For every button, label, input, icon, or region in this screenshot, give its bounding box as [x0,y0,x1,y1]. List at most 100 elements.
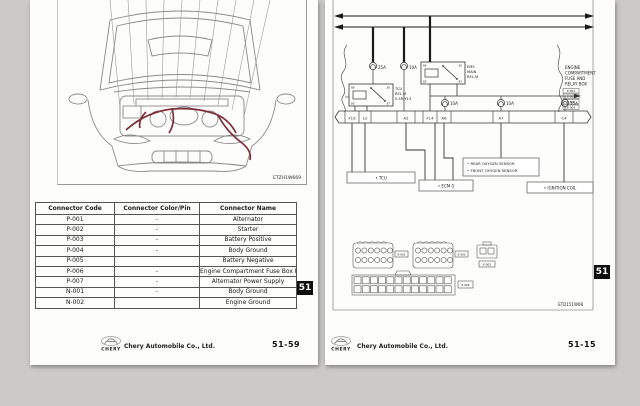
component-wires [351,123,565,182]
chery-logo-text: CHERY [101,347,121,353]
svg-text:C4: C4 [561,116,567,121]
section-tab-badge: 51 [297,281,313,295]
svg-text:RELAY BOX: RELAY BOX [565,82,587,87]
table-row: P-003-Battery Positive [35,234,297,247]
svg-text:E-003: E-003 [483,262,491,266]
wide-rect-connector [351,270,474,296]
power-bus-lines [334,13,594,62]
svg-text:25A: 25A [378,65,386,70]
svg-text:87: 87 [386,102,390,106]
svg-text:A7: A7 [498,116,504,121]
svg-text:REL-M: REL-M [395,92,406,96]
relay-tcu: 86 30 85 87 TCU REL-M 0.5R/Y13 [348,83,411,111]
svg-text:FUSE AND: FUSE AND [565,76,585,81]
svg-text:E-003: E-003 [567,100,575,104]
svg-text:10A: 10A [409,65,417,70]
svg-text:E-002: E-002 [457,252,465,256]
connector-table-header: Connector Code Connector Color/Pin Conne… [35,202,297,215]
svg-text:E-002: E-002 [567,95,575,99]
svg-text:E-001: E-001 [567,89,575,93]
left-page: ETZH1W669 Connector Code Connector Color… [30,0,318,365]
svg-text:10A: 10A [506,101,514,106]
header-connector-name: Connector Name [199,202,297,215]
table-row: P-001-Alternator [35,213,297,226]
relay-pin-numbers: 86 30 85 87 [351,86,390,106]
left-figure-code: ETZH1W669 [273,175,301,181]
engine-compartment-illustration-box: ETZH1W669 [57,0,307,185]
svg-text:15A: 15A [570,101,578,106]
connector-strip: F19 L2 A2 F14 A6 A7 C4 [334,110,592,124]
relay-ems-main: 86 30 85 87 EMS MAIN REL-M [420,61,581,111]
strip-pin-labels: F19 L2 A2 F14 A6 A7 C4 [348,116,567,121]
bus-arrowheads [334,13,594,30]
chery-logo: CHERY [331,336,351,353]
wiring-diagram: 25A 10A 10A 10A 15A 86 30 85 87 TCU REL-… [332,0,596,311]
svg-text:REL-M: REL-M [467,75,478,79]
table-row: N-001-Body Ground [35,286,297,299]
car-body-line-art [68,10,296,172]
svg-text:L2: L2 [363,116,368,121]
tcu-box-label: • TCU [375,176,387,181]
table-row: P-006-Engine Compartment Fuse Box Power … [35,265,297,278]
footer-page-number: 51-15 [568,340,597,349]
footer-company-name: Chery Automobile Co., Ltd. [357,343,448,350]
svg-text:0.5R/Y13: 0.5R/Y13 [395,97,411,101]
connector-pinouts [351,241,498,296]
connector-table: Connector Code Connector Color/Pin Conne… [35,202,297,309]
connector-pinout-labels: E-001 E-002 E-003 E-004 [397,252,491,286]
leader-lines [109,0,271,117]
header-connector-code: Connector Code [35,202,115,215]
diagram-border [332,0,594,311]
relay-pin-numbers: 86 30 85 87 [423,64,462,84]
svg-text:A2: A2 [403,116,409,121]
two-pin-connector [476,241,498,268]
fuse-amp-labels: 25A 10A 10A 10A 15A [378,65,578,106]
round-connector-a [352,241,409,269]
rear-oxygen-sensor-label: • REAR OXYGEN SENSOR [467,161,515,166]
table-row: P-002-Starter [35,224,297,236]
component-boxes: • TCU • ECM-5 • REAR OXYGEN SENSOR • FRO… [346,157,594,194]
ignition-coil-label: • IGNITION COIL [544,186,577,191]
ecm-box-label: • ECM-5 [438,184,455,189]
right-page: 25A 10A 10A 10A 15A 86 30 85 87 TCU REL-… [325,0,615,365]
svg-text:COMPARTMENT: COMPARTMENT [565,71,596,76]
svg-text:ENGINE: ENGINE [565,65,581,70]
round-connector-b [412,241,469,269]
header-connector-color-pin: Connector Color/Pin [114,202,200,215]
svg-text:85: 85 [423,80,427,84]
engine-compartment-illustration: ETZH1W669 [68,0,301,181]
svg-text:A6: A6 [441,116,447,121]
fusebox-annotation: ENGINE COMPARTMENT FUSE AND RELAY BOX E-… [562,65,596,110]
fuse-symbols [369,62,569,111]
svg-text:TCU: TCU [394,87,402,91]
svg-text:EMS: EMS [467,65,475,69]
svg-text:30: 30 [386,86,390,90]
fusebox-codes: E-001 E-002 E-003 E-004 [567,89,575,110]
svg-text:F19: F19 [348,116,356,121]
svg-text:F14: F14 [426,116,434,121]
strip-cell-dividers [344,111,574,123]
svg-text:86: 86 [351,86,355,90]
table-row: P-004-Body Ground [35,245,297,257]
svg-text:E-004: E-004 [567,106,575,110]
chery-logo: CHERY [101,336,121,353]
section-tab-badge: 51 [594,265,610,279]
fusebox-code-boxes [562,88,580,110]
svg-text:86: 86 [423,64,427,68]
svg-text:MAIN: MAIN [467,70,477,74]
footer-company-name: Chery Automobile Co., Ltd. [124,343,215,350]
front-oxygen-sensor-label: • FRONT OXYGEN SENSOR [467,168,518,173]
relay-ems-label: EMS MAIN REL-M [467,65,478,79]
right-figure-code: ETD151W08 [558,302,583,307]
svg-text:E-001: E-001 [397,252,405,256]
svg-text:E-004: E-004 [461,283,469,287]
svg-text:85: 85 [351,102,355,106]
svg-text:87: 87 [458,80,462,84]
fusebox-title: ENGINE COMPARTMENT FUSE AND RELAY BOX [565,65,596,87]
chery-logo-text: CHERY [331,347,351,353]
relay-tcu-label: TCU REL-M 0.5R/Y13 [394,87,411,101]
svg-text:10A: 10A [450,101,458,106]
